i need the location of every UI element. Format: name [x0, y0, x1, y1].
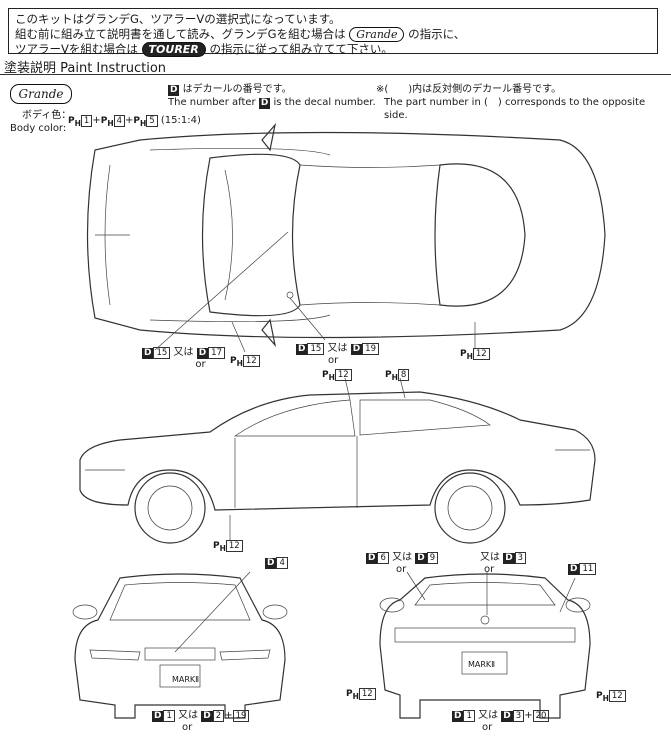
front-plate: MARKⅡ — [172, 675, 200, 684]
grande-badge: Grande — [349, 27, 405, 42]
intro-line-2: 組む前に組み立て説明書を通して読み、グランデGを組む場合は Grande の指示… — [15, 27, 466, 42]
intro-box: このキットはグランデG、ツアラーVの選択式になっています。 組む前に組み立て説明… — [8, 8, 658, 57]
tourer-badge: TOURER — [141, 42, 206, 57]
car-rear-view — [379, 571, 591, 719]
body-color: ボディ色： Body color: — [10, 110, 72, 134]
opposite-note: ※( )内は反対側のデカール番号です。 The part number in (… — [376, 84, 646, 121]
section-divider — [0, 74, 671, 75]
car-side-view — [79, 377, 596, 544]
intro-line-1: このキットはグランデG、ツアラーVの選択式になっています。 — [15, 12, 341, 26]
intro-line-3: ツアラーVを組む場合は TOURER の指示に従って組み立てて下さい。 — [15, 42, 393, 57]
section-title: 塗装説明 Paint Instruction — [4, 61, 167, 76]
car-front-view — [72, 571, 288, 719]
decal-note: D はデカールの番号です。 The number after D is the … — [168, 84, 376, 109]
rear-plate: MARKⅡ — [468, 660, 496, 669]
grande-tab: Grande — [10, 84, 72, 104]
car-top-view — [86, 122, 606, 353]
